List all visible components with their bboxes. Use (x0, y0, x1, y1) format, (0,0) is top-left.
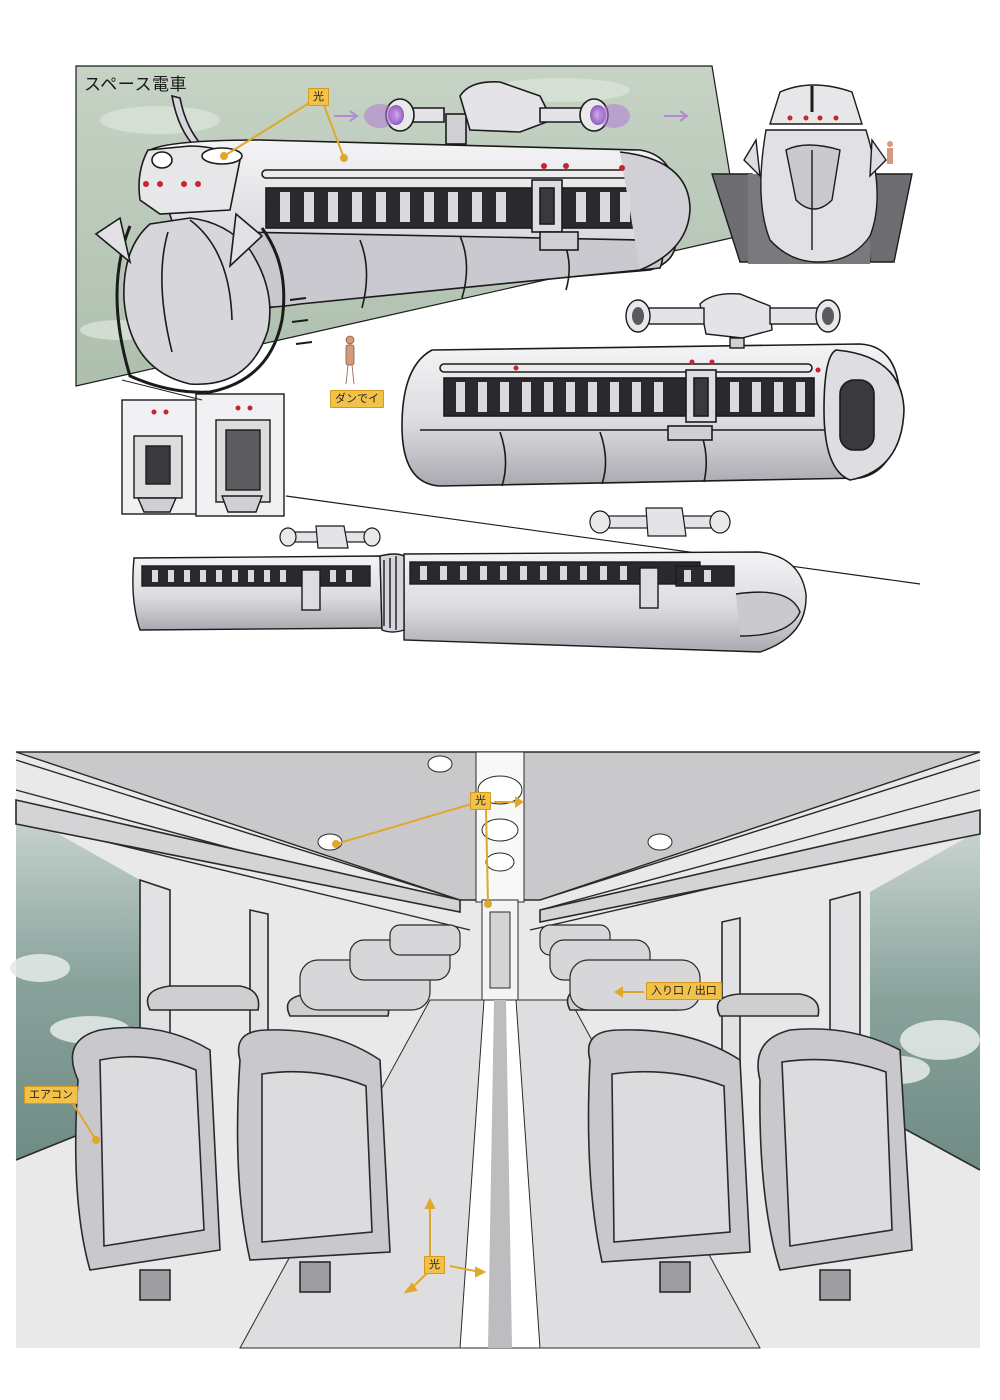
front-view-lights (787, 115, 839, 121)
seats-right (566, 985, 913, 1301)
rear-train-windows (456, 382, 805, 412)
thruster-glow (364, 104, 630, 128)
coupled-train-windows (152, 566, 711, 582)
vent-slits (289, 297, 313, 345)
sheet-title: スペース電車 (84, 75, 187, 95)
perspective-line (285, 495, 921, 585)
callout-entrance-exit: 入り口 / 出口 (646, 982, 722, 1000)
coupled-train-side (132, 551, 807, 653)
front-view-scale-figure (887, 141, 893, 164)
ceiling-downlights (317, 755, 673, 851)
callout-leaders-interior (71, 796, 644, 1294)
rear-train-car (401, 343, 905, 487)
ceiling-light-strip (475, 751, 525, 903)
scale-figure (345, 335, 355, 385)
luggage-racks (15, 798, 981, 923)
door-inset-lights (151, 405, 253, 415)
seats-far (299, 924, 701, 1011)
rear-train-lights (513, 359, 821, 373)
callout-air-conditioner: エアコン (24, 1086, 78, 1104)
callout-figure-scale: ダンでイ (330, 390, 384, 408)
door-detail-insets (121, 393, 285, 517)
callout-interior-light-top: 光 (470, 792, 491, 810)
indicator-lights (143, 155, 625, 187)
seats-left (71, 985, 391, 1301)
main-train-windows (280, 192, 630, 222)
thrust-arrows (334, 110, 689, 122)
front-view-panel (711, 84, 913, 264)
coupled-train-roof-thrusters (279, 507, 731, 549)
rear-roof-thruster (625, 293, 841, 349)
callout-interior-light-floor: 光 (424, 1256, 445, 1274)
callout-light-top: 光 (308, 88, 329, 106)
callout-leaders-top (220, 99, 348, 162)
